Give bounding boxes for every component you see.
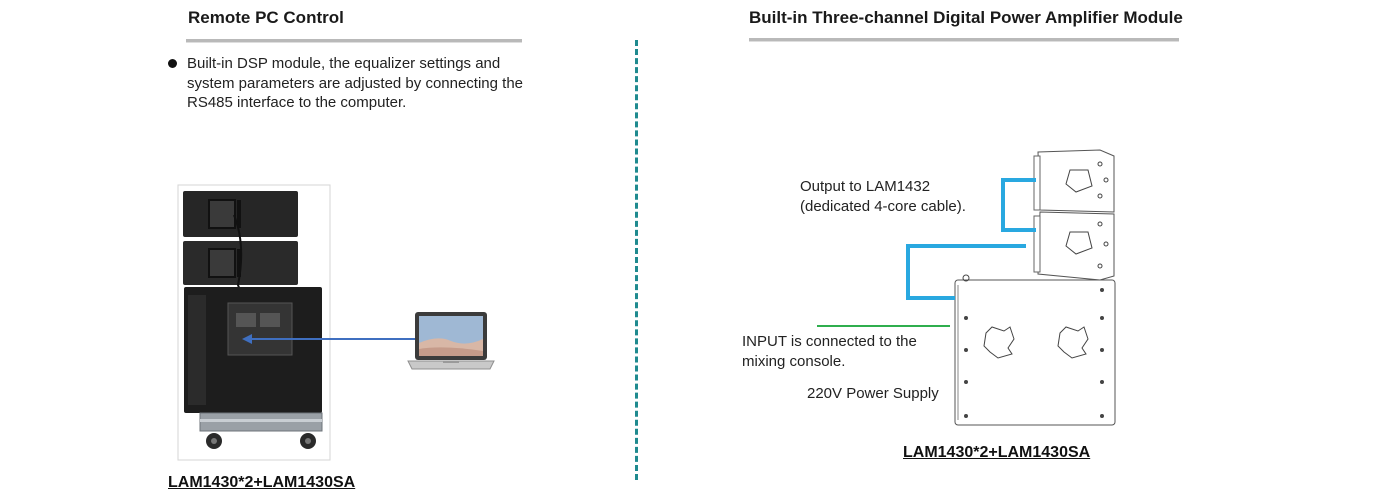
input-label-line2: mixing console. bbox=[742, 353, 846, 370]
left-caption: LAM1430*2+LAM1430SA bbox=[168, 474, 356, 491]
right-heading: Built-in Three-channel Digital Power Amp… bbox=[749, 8, 1183, 27]
right-caption: LAM1430*2+LAM1430SA bbox=[903, 444, 1091, 461]
bullet-icon bbox=[168, 59, 177, 68]
speaker-system-diagram bbox=[817, 149, 1116, 426]
input-label-line1: INPUT is connected to the bbox=[742, 333, 917, 350]
left-bullet-text: Built-in DSP module, the equalizer setti… bbox=[187, 55, 524, 111]
right-heading-rule bbox=[749, 38, 1179, 42]
laptop-image bbox=[407, 312, 495, 370]
section-divider bbox=[635, 40, 638, 480]
output-label-line1: Output to LAM1432 bbox=[800, 178, 931, 195]
left-heading-rule bbox=[186, 39, 522, 43]
left-heading: Remote PC Control bbox=[188, 8, 344, 27]
output-label-line2: (dedicated 4-core cable). bbox=[800, 198, 966, 215]
connection-arrow bbox=[242, 334, 416, 344]
speaker-stack-image bbox=[177, 184, 331, 461]
power-supply-label: 220V Power Supply bbox=[807, 385, 939, 402]
